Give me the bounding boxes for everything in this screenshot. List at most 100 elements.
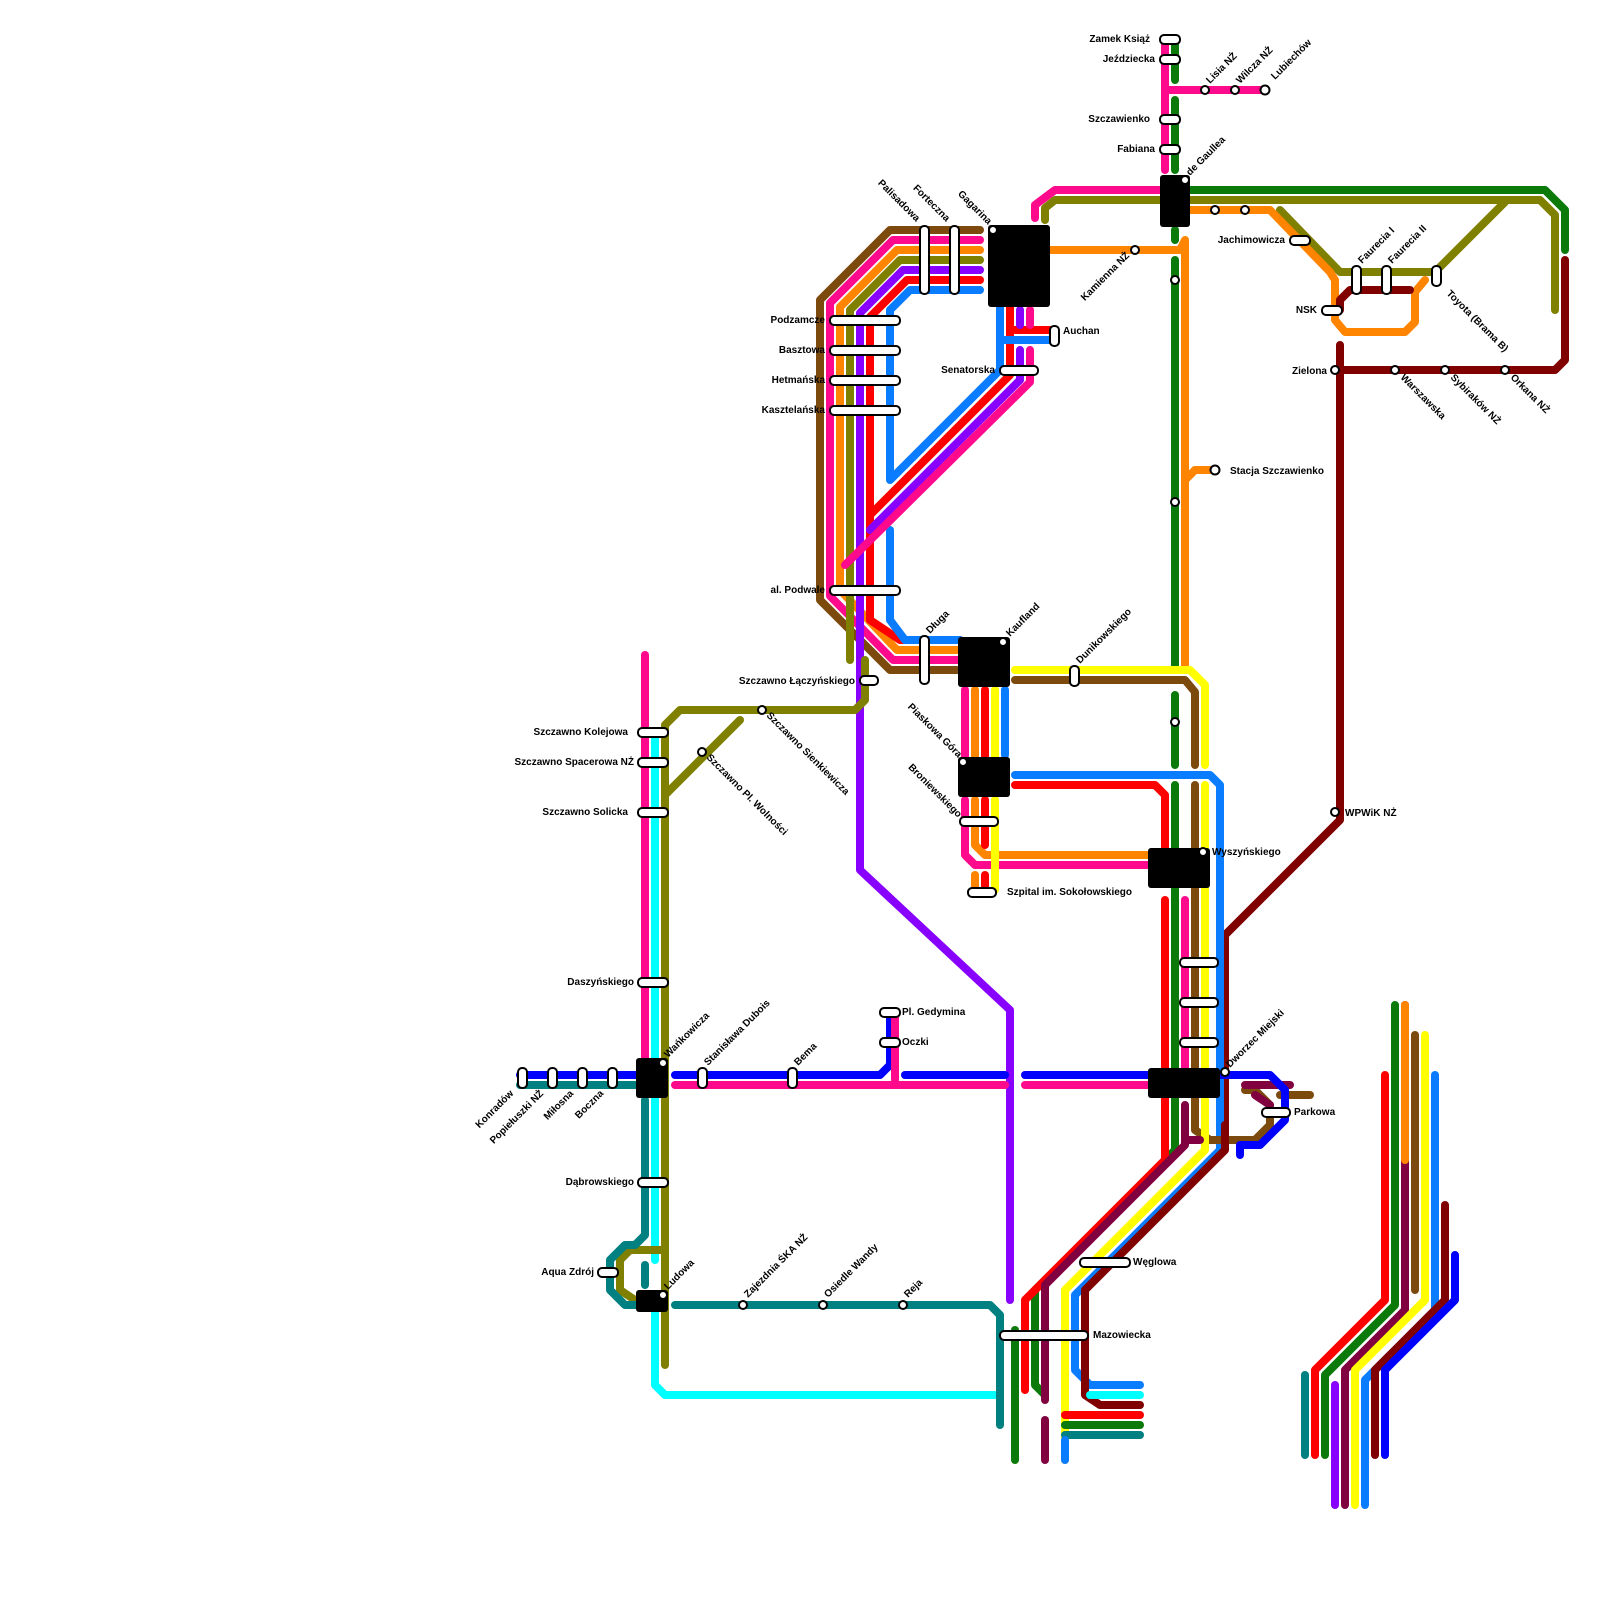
line-navy-legend[interactable]	[1381, 1251, 1459, 1459]
line-maroon-east[interactable]	[1336, 256, 1569, 374]
line-yellow-legend[interactable]	[1351, 1031, 1429, 1509]
stop-toyota[interactable]	[1431, 265, 1442, 287]
line-brown-kaufland[interactable]	[1011, 676, 1199, 769]
line-brown-loop[interactable]	[816, 226, 984, 674]
stop-dworzec-miejski[interactable]	[1220, 1067, 1230, 1077]
stop-mazowiecka[interactable]	[999, 1330, 1089, 1341]
stop-sybirakow[interactable]	[1440, 365, 1450, 375]
stop-fabiana[interactable]	[1159, 144, 1181, 155]
stop-dunikowskiego[interactable]	[1069, 665, 1080, 687]
line-purple-diagonal[interactable]	[866, 346, 1024, 534]
line-blue-loop-lower[interactable]	[886, 526, 964, 644]
stop-jachimowicza[interactable]	[1289, 235, 1311, 246]
stop-stacja-szczawienko[interactable]	[1209, 464, 1221, 476]
stop-dluga[interactable]	[919, 635, 930, 685]
stop-pl-gedymina[interactable]	[879, 1007, 901, 1018]
stop-wpwik[interactable]	[1330, 807, 1340, 817]
stop-faurecia2[interactable]	[1381, 265, 1392, 295]
stop-trunk-3[interactable]	[1170, 717, 1180, 727]
hub-kaufland[interactable]	[958, 637, 1010, 687]
line-orange-kamienna[interactable]	[1046, 236, 1189, 669]
line-teal-south[interactable]	[671, 1301, 1004, 1429]
stop-piaskowa-gora[interactable]	[958, 757, 968, 767]
stop-orkana[interactable]	[1500, 365, 1510, 375]
line-orange-broniewskiego[interactable]	[971, 796, 1154, 859]
stop-kaufland[interactable]	[998, 637, 1008, 647]
line-teal-west[interactable]	[606, 1106, 649, 1309]
line-orange-stacja[interactable]	[1181, 466, 1219, 484]
stop-trunk-1[interactable]	[1170, 275, 1180, 285]
line-olive-loop[interactable]	[846, 256, 984, 664]
stop-aqua-zdroj[interactable]	[597, 1267, 619, 1278]
stop-trunk-south-3[interactable]	[1179, 1037, 1219, 1048]
hub-gagarina[interactable]	[988, 225, 1050, 307]
stop-szpital[interactable]	[967, 887, 997, 898]
stop-popieluszki[interactable]	[547, 1067, 558, 1089]
stop-kamienna[interactable]	[1130, 245, 1140, 255]
stop-kasztelanska[interactable]	[829, 405, 901, 416]
line-olive-west[interactable]	[661, 656, 869, 1369]
line-olive-east[interactable]	[1186, 196, 1559, 314]
stop-faurecia1[interactable]	[1351, 265, 1362, 295]
hub-wankowicza[interactable]	[636, 1058, 668, 1098]
line-green-legend[interactable]	[1321, 1001, 1399, 1459]
stop-dabrowskiego[interactable]	[637, 1177, 669, 1188]
hub-wyszynskiego[interactable]	[1148, 848, 1210, 888]
stop-de-gaullea[interactable]	[1180, 175, 1190, 185]
stop-jezdziecka[interactable]	[1159, 54, 1181, 65]
stop-szczawno-sienkiewicza[interactable]	[757, 705, 767, 715]
stop-milosna[interactable]	[577, 1067, 588, 1089]
stop-auchan[interactable]	[1049, 325, 1060, 347]
line-navy-parkowa[interactable]	[1216, 1071, 1289, 1159]
line-maroon-legend[interactable]	[1371, 1201, 1449, 1459]
line-maroon-wpwik[interactable]	[1221, 366, 1344, 1129]
stop-zajezdnia[interactable]	[738, 1300, 748, 1310]
stop-szczawno-spacerowa[interactable]	[637, 757, 669, 768]
stop-forteczna[interactable]	[949, 225, 960, 295]
stop-zamek-ksiaz[interactable]	[1159, 34, 1181, 45]
stop-wilcza[interactable]	[1230, 85, 1240, 95]
stop-trunk-south-2[interactable]	[1179, 997, 1219, 1008]
line-plum-trunk-south[interactable]	[1041, 1101, 1189, 1404]
line-olive-north[interactable]	[1041, 196, 1164, 224]
stop-reja[interactable]	[898, 1300, 908, 1310]
stop-east-2[interactable]	[1240, 205, 1250, 215]
stop-basztowa[interactable]	[829, 345, 901, 356]
stop-parkowa[interactable]	[1261, 1107, 1291, 1118]
line-yellow-kaufland[interactable]	[1011, 666, 1209, 769]
stop-trunk-2[interactable]	[1170, 497, 1180, 507]
line-magenta-broniewskiego[interactable]	[961, 796, 1154, 869]
stop-szczawno-kolejowa[interactable]	[637, 727, 669, 738]
hub-piaskowa-gora[interactable]	[958, 757, 1010, 797]
line-olive-wolnosci[interactable]	[661, 716, 744, 799]
stop-gagarina[interactable]	[988, 225, 998, 235]
line-green-east[interactable]	[1186, 186, 1569, 254]
line-maroon-nsk[interactable]	[1336, 286, 1414, 314]
stop-nsk[interactable]	[1321, 305, 1343, 316]
stop-lisia[interactable]	[1200, 85, 1210, 95]
line-maroon-trunk-south[interactable]	[1081, 1121, 1229, 1409]
hub-de-gaullea[interactable]	[1160, 175, 1190, 227]
stop-trunk-south-1[interactable]	[1179, 957, 1219, 968]
stop-konradow[interactable]	[517, 1067, 528, 1089]
line-magenta-loop[interactable]	[826, 236, 984, 664]
line-red-legend[interactable]	[1311, 1071, 1389, 1459]
stop-senatorska[interactable]	[999, 365, 1039, 376]
stop-bema[interactable]	[787, 1067, 798, 1089]
line-blue-senatorska[interactable]	[996, 301, 1054, 344]
stop-szczawienko[interactable]	[1159, 114, 1181, 125]
line-red-wyszynskiego[interactable]	[1011, 781, 1169, 854]
stop-daszynskiego[interactable]	[637, 977, 669, 988]
line-red-auchan[interactable]	[1006, 306, 1054, 334]
line-cyan-south[interactable]	[651, 1306, 999, 1399]
stop-szczawno-solicka[interactable]	[637, 807, 669, 818]
stop-lubiechow[interactable]	[1259, 84, 1271, 96]
stop-palisadowa[interactable]	[919, 225, 930, 295]
stop-al-podwale[interactable]	[829, 585, 901, 596]
stop-broniewskiego[interactable]	[959, 816, 999, 827]
hub-dworzec-miejski[interactable]	[1148, 1068, 1220, 1098]
stop-szczawno-pl-wolnosci[interactable]	[697, 747, 707, 757]
stop-stanislawa-dubois[interactable]	[697, 1067, 708, 1089]
stop-ludowa[interactable]	[658, 1290, 668, 1300]
line-magenta-diagonal[interactable]	[841, 346, 1034, 569]
